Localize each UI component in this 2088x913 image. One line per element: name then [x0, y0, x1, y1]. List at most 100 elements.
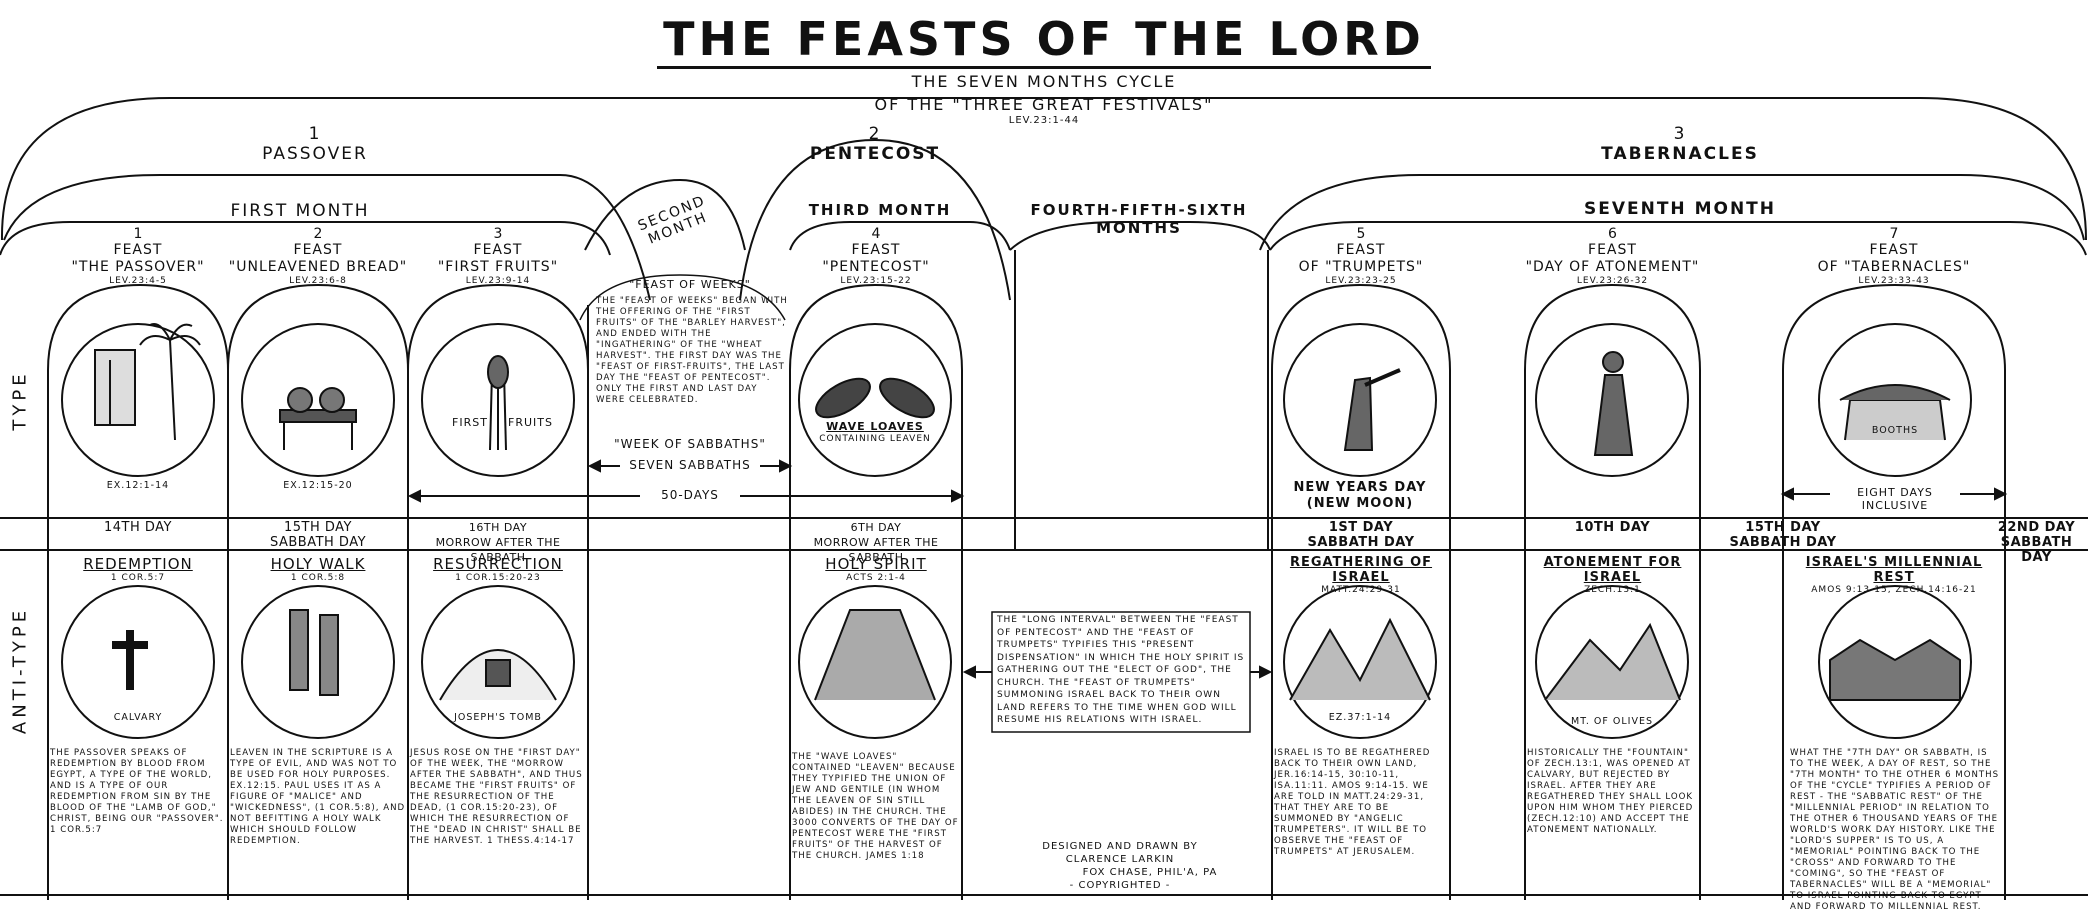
city-icon	[1829, 638, 1961, 701]
anti7-text: What The "7th Day" Or Sabbath, Is To The…	[1790, 748, 2000, 912]
circle-pentecost	[798, 323, 952, 477]
day-22: 22nd DaySabbath Day	[1997, 520, 2076, 565]
month-fourth-sixth: Fourth-Fifth-Sixth Months	[1030, 201, 1248, 237]
side-label-antitype: Anti-Type	[9, 606, 31, 735]
seven-sabbaths: Seven Sabbaths	[620, 458, 760, 472]
fourth-month-arch	[1009, 221, 1271, 251]
anti5-text: Israel Is To Be Regathered Back To Their…	[1274, 748, 1431, 857]
outer-arch	[0, 97, 2087, 241]
first-fruits-label-left: First	[452, 416, 488, 429]
feast5-arch	[1271, 283, 1451, 900]
new-years-day: New Years Day	[1293, 480, 1427, 495]
circle-unleavened	[241, 323, 395, 477]
passover-arch	[3, 174, 651, 301]
chart-title: The Feasts Of The Lord	[0, 12, 2088, 69]
anti5-caption: Ez.37:1-14	[1328, 712, 1392, 723]
anti1-caption: Calvary	[113, 712, 163, 723]
feast7-caption: Booths	[1871, 425, 1919, 436]
feast4-arch	[789, 283, 963, 900]
week-of-sabbaths: "Week Of Sabbaths"	[614, 437, 766, 451]
feast2-caption: Ex.12:15-20	[283, 480, 353, 491]
pentecost-arch	[739, 138, 1011, 301]
anti6-caption: Mt. Of Olives	[1571, 716, 1653, 727]
credit: Designed And Drawn By Clarence Larkin Fo…	[1042, 841, 1218, 891]
feast5-header: 5 Feast Of "Trumpets" Lev.23:23-25	[1298, 226, 1424, 286]
month-seventh: Seventh Month	[1583, 199, 1776, 219]
feast7-arch	[1782, 283, 2006, 900]
first-month-arch	[0, 221, 611, 256]
feast2-arch	[227, 283, 409, 900]
palm-icon	[139, 323, 201, 441]
seventh-month-arch	[1269, 221, 2087, 256]
feast6-header: 6 Feast "Day Of Atonement" Lev.23:26-32	[1525, 226, 1700, 286]
anti1-title: Redemption1 Cor.5:7	[83, 555, 193, 583]
feast1-header: 1 Feast "The Passover" Lev.23:4-5	[71, 226, 205, 286]
subtitle-festivals: Of The "Three Great Festivals"	[874, 95, 1214, 114]
circle-firstfruits	[421, 323, 575, 477]
feast2-header: 2 Feast "Unleavened Bread" Lev.23:6-8	[228, 226, 408, 286]
new-moon: (New Moon)	[1306, 496, 1414, 511]
anti2-text: Leaven In The Scripture Is A Type Of Evi…	[230, 748, 406, 846]
subtitle-reference: Lev.23:1-44	[1008, 115, 1080, 126]
feast6-day: 10th Day	[1574, 520, 1651, 535]
anti5-title: Regathering Of IsraelMatt.24:29-31	[1289, 555, 1433, 595]
figures-icon	[289, 609, 339, 696]
feast7-day: 15th DaySabbath Day	[1729, 520, 1837, 550]
feast1-caption: Ex.12:1-14	[106, 480, 170, 491]
fifty-days: 50-Days	[640, 488, 740, 502]
wave-loaves-icon	[815, 377, 935, 419]
feast2-day: 15th DaySabbath Day	[269, 520, 367, 550]
eight-days: Eight Days Inclusive	[1830, 486, 1960, 512]
sheaf-icon	[487, 355, 509, 451]
mountains-icon	[1289, 617, 1681, 701]
feast3-arch	[407, 283, 589, 900]
subtitle-cycle: The Seven Months Cycle	[911, 72, 1177, 91]
door-icon	[94, 349, 136, 426]
booth-icon	[1839, 384, 1951, 441]
anti3-caption: Joseph's Tomb	[454, 712, 542, 723]
trumpeter-icon	[1343, 368, 1401, 451]
long-interval-note: The "Long Interval" Between The "Feast O…	[997, 615, 1245, 725]
feast3-header: 3 Feast "First Fruits" Lev.23:9-14	[437, 226, 559, 286]
tabernacles-arch	[1259, 174, 2085, 251]
anti4-title: Holy SpiritActs 2:1-4	[825, 555, 927, 583]
festival-passover: 1Passover	[262, 124, 368, 164]
feast4-day: 6th DayMorrow After The Sabbath	[813, 521, 939, 564]
month-third: Third Month	[808, 201, 952, 219]
circle-passover	[61, 323, 215, 477]
anti2-title: Holy Walk1 Cor.5:8	[270, 555, 366, 583]
first-fruits-label-right: Fruits	[508, 416, 553, 429]
feast1-day: 14th Day	[104, 520, 172, 535]
wave-loaves-sub: Containing Leaven	[819, 434, 931, 444]
circle-atonement	[1535, 323, 1689, 477]
circle-trumpets	[1283, 323, 1437, 477]
feast6-arch	[1524, 283, 1701, 900]
anti3-title: Resurrection1 Cor.15:20-23	[433, 555, 563, 583]
feast7-header: 7 Feast Of "Tabernacles" Lev.23:33-43	[1817, 226, 1971, 286]
anti1-text: The Passover Speaks Of Redemption By Blo…	[50, 748, 224, 835]
priest-icon	[1593, 351, 1634, 456]
tomb-icon	[439, 649, 557, 701]
feast1-arch	[47, 283, 229, 900]
feast-of-weeks-title: "Feast Of Weeks"	[629, 278, 751, 291]
feast-of-weeks-text: The "Feast Of Weeks" Began With The Offe…	[596, 296, 788, 405]
feast5-day: 1st DaySabbath Day	[1307, 520, 1415, 550]
month-first: First Month	[230, 201, 370, 221]
feast3-day: 16th DayMorrow After The Sabbath	[435, 521, 561, 564]
cross-icon	[112, 630, 148, 690]
anti3-text: Jesus Rose On The "First Day" Of The Wee…	[410, 748, 583, 846]
spirit-icon	[814, 609, 936, 701]
second-month-arch	[584, 178, 746, 251]
anti7-title: Israel's Millennial RestAmos 9:13-15, Ze…	[1805, 555, 1983, 595]
festival-tabernacles: 3Tabernacles	[1601, 124, 1759, 164]
anti6-text: Historically The "Fountain" Of Zech.13:1…	[1527, 748, 1694, 835]
wave-loaves-label: Wave Loaves	[826, 420, 924, 433]
feast4-header: 4 Feast "Pentecost" Lev.23:15-22	[822, 226, 930, 286]
festival-pentecost: 2Pentecost	[809, 124, 941, 164]
anti4-text: The "Wave Loaves" Contained "Leaven" Bec…	[792, 752, 959, 861]
table-icon	[279, 387, 357, 450]
circle-tabernacles	[1818, 323, 1972, 477]
side-label-type: Type	[9, 370, 31, 431]
anti6-title: Atonement For IsraelZech.13:1	[1543, 555, 1682, 595]
